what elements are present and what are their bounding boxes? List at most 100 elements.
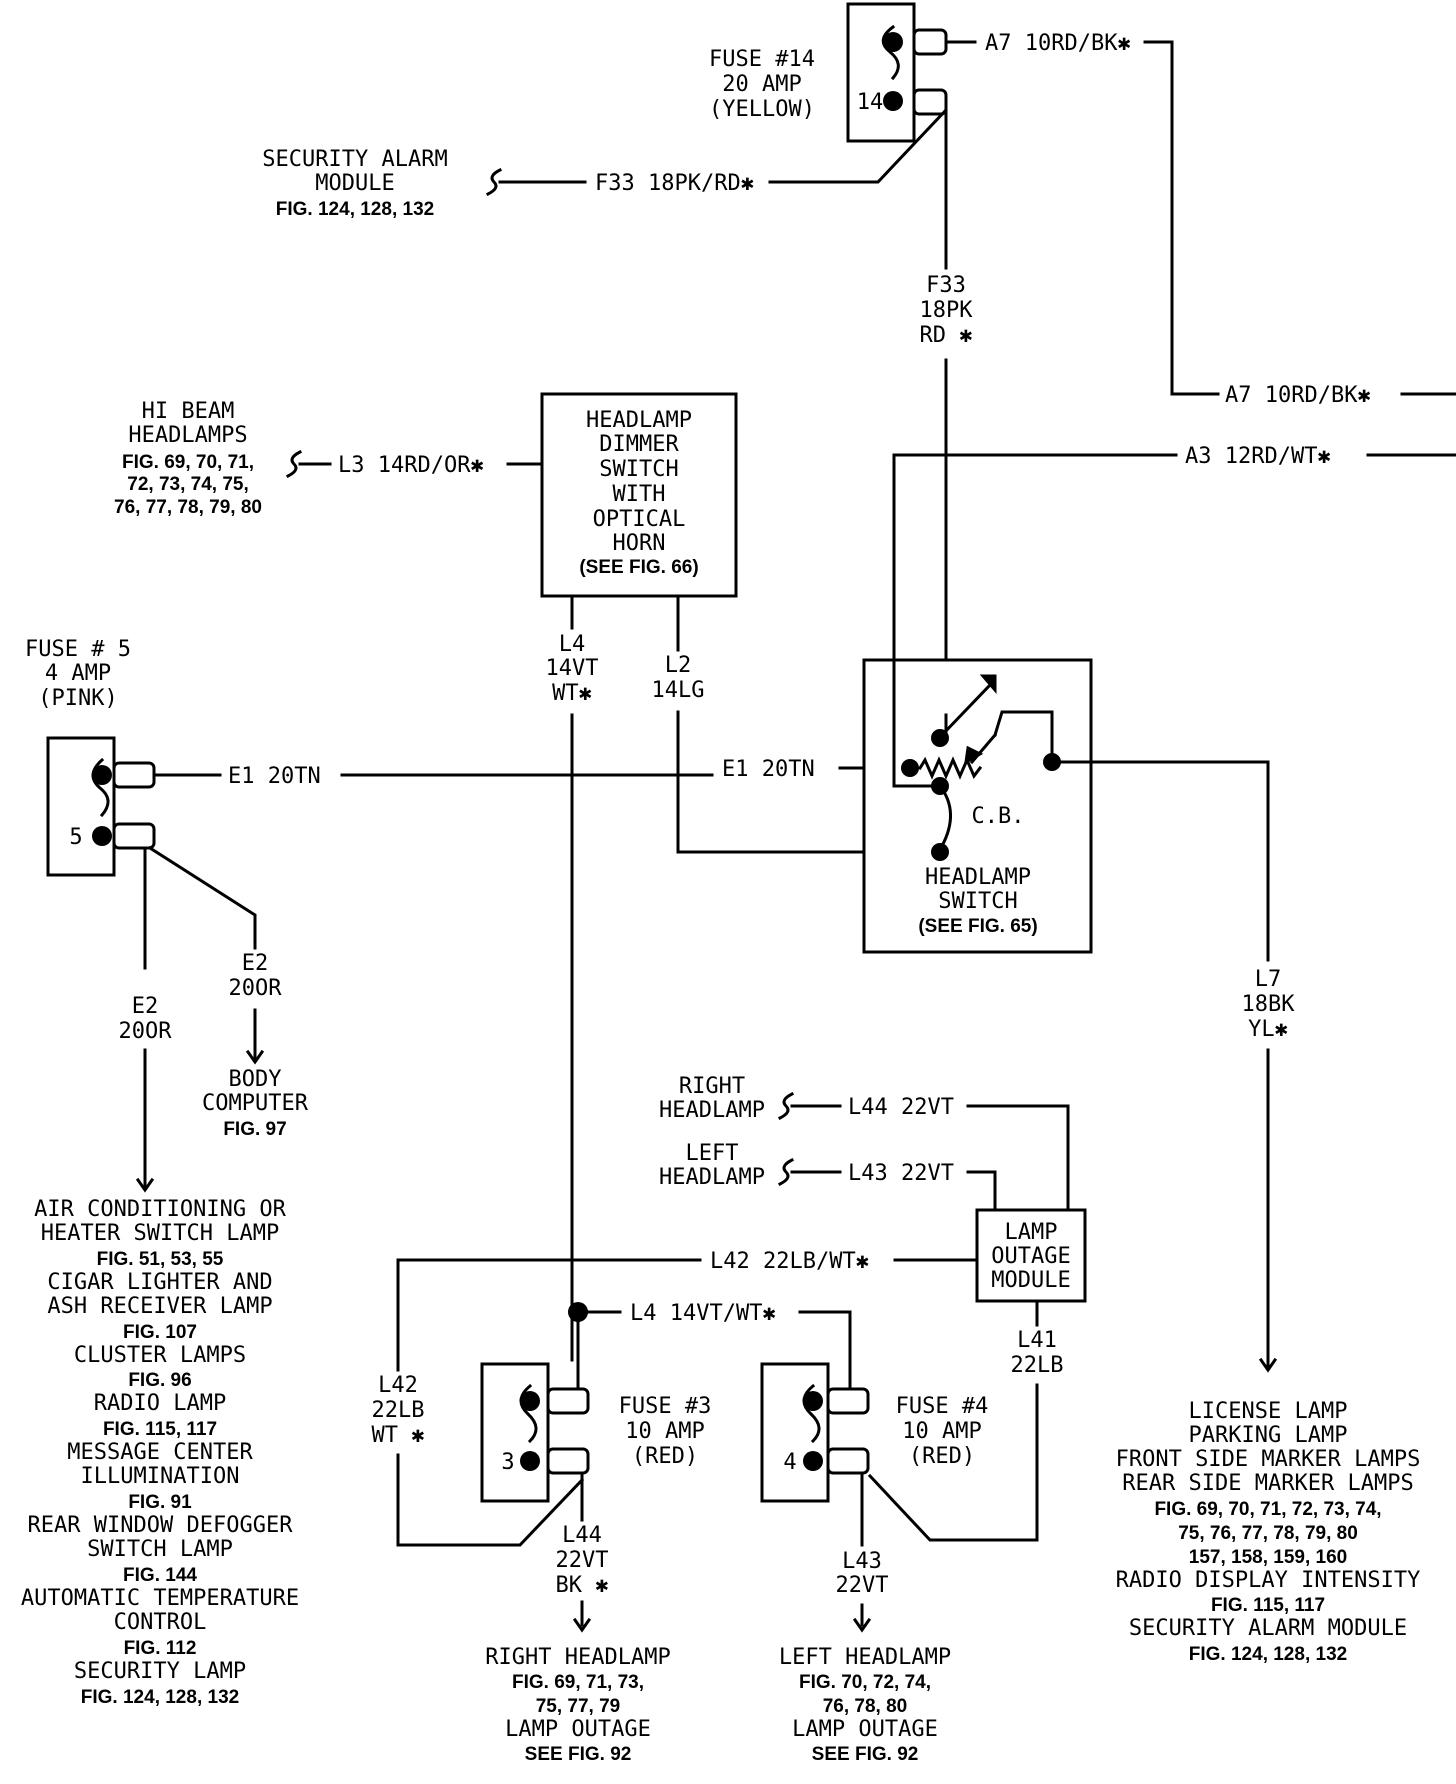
left-radio: RADIO LAMP xyxy=(94,1391,226,1416)
wire-a3-label: A3 12RD/WT✱ xyxy=(1185,444,1331,469)
left-ac-fig: FIG. 51, 53, 55 xyxy=(97,1249,224,1270)
left-cluster: CLUSTER LAMPS xyxy=(74,1343,246,1368)
right-fig-2: 75, 76, 77, 78, 79, 80 xyxy=(1178,1523,1358,1544)
wire-l2-v-2: 14LG xyxy=(652,678,705,703)
headlamp-switch-fig: (SEE FIG. 65) xyxy=(918,916,1037,937)
fuse-4-number: 4 xyxy=(783,1450,796,1475)
right-fig-3: 157, 158, 159, 160 xyxy=(1189,1547,1347,1568)
wire-l41-v-1: L41 xyxy=(1017,1328,1057,1353)
fuse-4-color: (RED) xyxy=(909,1444,975,1469)
right-headlamp-l2: HEADLAMP xyxy=(659,1098,765,1123)
fuse-3: 3 xyxy=(480,1362,590,1503)
dimmer-l6: HORN xyxy=(613,531,666,556)
dimmer-fig: (SEE FIG. 66) xyxy=(579,557,698,578)
fuse-3-number: 3 xyxy=(501,1450,514,1475)
wire-l4-h-label: L4 14VT/WT✱ xyxy=(630,1301,776,1326)
right-headlamp-bottom-l1: RIGHT HEADLAMP xyxy=(485,1645,670,1670)
right-parking: PARKING LAMP xyxy=(1189,1423,1348,1448)
left-cig-2: ASH RECEIVER LAMP xyxy=(47,1294,272,1319)
wire-l44-h-label: L44 22VT xyxy=(848,1095,954,1120)
wire-l2-v-1: L2 xyxy=(665,653,692,678)
dimmer-l2: DIMMER xyxy=(599,432,679,457)
wire-l44-v-2: 22VT xyxy=(556,1548,609,1573)
right-security: SECURITY ALARM MODULE xyxy=(1129,1616,1407,1641)
left-headlamp-bottom-l1: LEFT HEADLAMP xyxy=(779,1645,951,1670)
fuse-14-rating: 20 AMP xyxy=(722,72,801,97)
dimmer-l4: WITH xyxy=(613,482,666,507)
lamp-outage-l3: MODULE xyxy=(991,1268,1070,1293)
left-headlamp-l2: HEADLAMP xyxy=(659,1165,765,1190)
wire-e2-a-2: 20OR xyxy=(119,1019,173,1044)
hi-beam-title: HI BEAM xyxy=(142,399,235,424)
left-mc-2: ILLUMINATION xyxy=(81,1464,240,1489)
headlamp-switch-l2: SWITCH xyxy=(938,889,1017,914)
left-cluster-fig: FIG. 96 xyxy=(128,1370,191,1391)
right-headlamp-l1: RIGHT xyxy=(679,1074,745,1099)
wire-f33-h-label: F33 18PK/RD✱ xyxy=(595,171,754,196)
wire-l42-v-3: WT ✱ xyxy=(372,1423,425,1448)
left-rw-1: REAR WINDOW DEFOGGER xyxy=(28,1513,294,1538)
headlamp-switch-l1: HEADLAMP xyxy=(925,865,1031,890)
wire-l43-v-1: L43 xyxy=(842,1549,882,1574)
wire-a7-right-label: A7 10RD/BK✱ xyxy=(1225,383,1371,408)
cb-label: C.B. xyxy=(972,804,1025,829)
dimmer-l5: OPTICAL xyxy=(593,507,686,532)
right-fig-1: FIG. 69, 70, 71, 72, 73, 74, xyxy=(1154,1499,1381,1520)
wire-l7-v-3: YL✱ xyxy=(1248,1017,1288,1042)
dimmer-l1: HEADLAMP xyxy=(586,408,692,433)
fuse-14-label: FUSE #14 xyxy=(709,47,815,72)
wire-e2-a-1: E2 xyxy=(132,994,159,1019)
left-at-2: CONTROL xyxy=(114,1610,207,1635)
left-radio-fig: FIG. 115, 117 xyxy=(103,1419,217,1440)
fuse-4: 4 xyxy=(760,1362,870,1503)
lamp-outage-module-box xyxy=(975,1208,1087,1303)
wire-l44-v-1: L44 xyxy=(562,1523,602,1548)
right-headlamp-bottom-l2: LAMP OUTAGE xyxy=(505,1717,651,1742)
hi-beam-fig-3: 76, 77, 78, 79, 80 xyxy=(114,497,262,518)
left-headlamp-bottom-fig-3: SEE FIG. 92 xyxy=(812,1744,919,1765)
fuse-14: 14 xyxy=(846,2,948,143)
left-mc-1: MESSAGE CENTER xyxy=(67,1440,253,1465)
wire-l4-v-3: WT✱ xyxy=(552,681,592,706)
left-cig-1: CIGAR LIGHTER AND xyxy=(47,1270,272,1295)
wire-l42-v-1: L42 xyxy=(378,1373,418,1398)
fuse-3-rating: 10 AMP xyxy=(625,1419,704,1444)
security-alarm-title: SECURITY ALARM xyxy=(262,147,447,172)
left-mc-fig: FIG. 91 xyxy=(128,1492,192,1513)
left-headlamp-bottom-fig-1: FIG. 70, 72, 74, xyxy=(799,1672,931,1693)
left-headlamp-bottom-fig-2: 76, 78, 80 xyxy=(823,1696,908,1717)
hi-beam-headlamps: HEADLAMPS xyxy=(128,423,247,448)
wire-f33-v-1: F33 xyxy=(926,273,966,298)
wire-l7-v-1: L7 xyxy=(1255,967,1282,992)
lamp-outage-l2: OUTAGE xyxy=(991,1244,1070,1269)
fuse-5-number: 5 xyxy=(69,825,82,850)
wire-l41-v-2: 22LB xyxy=(1011,1353,1064,1378)
headlamp-dimmer-switch-box xyxy=(540,392,738,598)
body-computer-l2: COMPUTER xyxy=(202,1091,309,1116)
wire-e1-right-label: E1 20TN xyxy=(722,757,815,782)
wire-l3-label: L3 14RD/OR✱ xyxy=(338,453,484,478)
left-security-lamp: SECURITY LAMP xyxy=(74,1659,246,1684)
left-ac-1: AIR CONDITIONING OR xyxy=(34,1197,286,1222)
left-ac-2: HEATER SWITCH LAMP xyxy=(41,1221,279,1246)
wire-l42-v-2: 22LB xyxy=(372,1398,425,1423)
left-rw-2: SWITCH LAMP xyxy=(87,1537,233,1562)
left-at-1: AUTOMATIC TEMPERATURE xyxy=(21,1586,299,1611)
left-security-fig: FIG. 124, 128, 132 xyxy=(81,1687,239,1708)
fuse-3-color: (RED) xyxy=(632,1444,698,1469)
right-radio-display: RADIO DISPLAY INTENSITY xyxy=(1116,1568,1421,1593)
right-headlamp-bottom-fig-2: 75, 77, 79 xyxy=(536,1696,621,1717)
wire-l43-h-label: L43 22VT xyxy=(848,1161,954,1186)
fuse-4-label: FUSE #4 xyxy=(896,1394,989,1419)
left-headlamp-l1: LEFT xyxy=(686,1141,739,1166)
fuse-5: 5 xyxy=(46,736,156,877)
right-headlamp-bottom-fig-1: FIG. 69, 71, 73, xyxy=(512,1672,644,1693)
right-radio-fig: FIG. 115, 117 xyxy=(1211,1595,1325,1616)
hi-beam-fig-2: 72, 73, 74, 75, xyxy=(127,474,249,495)
body-computer-l1: BODY xyxy=(229,1067,282,1092)
wire-l4-v-1: L4 xyxy=(559,632,586,657)
right-headlamp-bottom-fig-3: SEE FIG. 92 xyxy=(525,1744,632,1765)
wire-f33-v-2: 18PK xyxy=(920,298,974,323)
headlamp-switch-box xyxy=(862,658,1093,954)
